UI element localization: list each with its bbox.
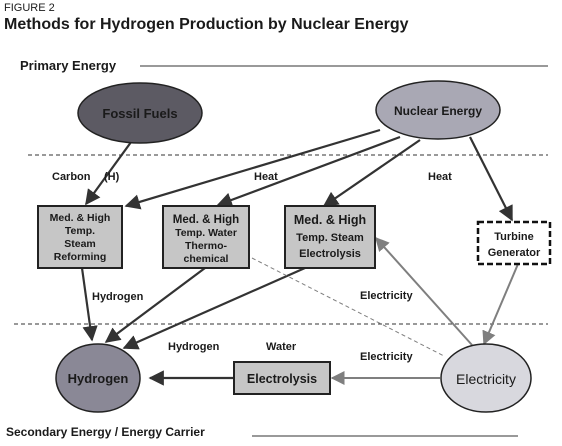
- edge-labels: Carbon (H) Heat Heat Hydrogen Electricit…: [52, 171, 452, 363]
- steam-reforming-line-2: Temp.: [65, 225, 95, 237]
- node-hydrogen: Hydrogen: [55, 343, 141, 413]
- thermochemical-line-1: Med. & High: [173, 214, 239, 226]
- arrow-nuclear-to-turbine: [469, 136, 513, 222]
- gray-arrows: [251, 236, 519, 385]
- electrolysis-label: Electrolysis: [247, 372, 317, 386]
- dashed-link-thermochemical-electricity: [251, 257, 445, 357]
- node-steam-electrolysis: Med. & High Temp. Steam Electrolysis: [284, 205, 376, 269]
- arrow-nuclear-to-thermochemical: [216, 135, 401, 208]
- node-electrolysis: Electrolysis: [233, 361, 331, 395]
- dark-arrows: [80, 128, 513, 386]
- thermochemical-line-4: chemical: [184, 253, 229, 265]
- electricity-label: Electricity: [456, 371, 516, 387]
- turbine-generator-line-1: Turbine: [494, 231, 534, 243]
- node-nuclear-energy: Nuclear Energy: [375, 80, 501, 140]
- section-label-primary: Primary Energy: [20, 58, 117, 73]
- figure-title: Methods for Hydrogen Production by Nucle…: [4, 16, 409, 33]
- arrow-steam-electrolysis-to-hydrogen: [122, 266, 306, 350]
- arrow-electricity-to-steam-electrolysis: [375, 236, 473, 346]
- arrow-thermochemical-to-hydrogen: [104, 267, 206, 343]
- hydrogen-label: Hydrogen: [68, 371, 129, 386]
- node-steam-reforming: Med. & High Temp. Steam Reforming: [37, 205, 123, 269]
- edge-label-hydrogen-lower: Hydrogen: [168, 341, 220, 353]
- figure-label: FIGURE 2: [4, 2, 55, 14]
- section-label-secondary: Secondary Energy / Energy Carrier: [6, 425, 205, 439]
- node-turbine-generator: Turbine Generator: [476, 220, 552, 266]
- steam-electrolysis-line-1: Med. & High: [294, 213, 366, 227]
- arrow-nuclear-to-steam-electrolysis: [322, 139, 421, 207]
- fossil-fuels-label: Fossil Fuels: [102, 106, 177, 121]
- steam-reforming-line-1: Med. & High: [50, 212, 111, 224]
- steam-electrolysis-line-2: Temp. Steam: [296, 232, 364, 244]
- thermochemical-line-2: Temp. Water: [175, 227, 237, 239]
- arrow-turbine-to-electricity: [482, 263, 519, 346]
- thermochemical-line-3: Thermo-: [185, 240, 228, 252]
- node-thermochemical: Med. & High Temp. Water Thermo- chemical: [162, 205, 250, 269]
- node-fossil-fuels: Fossil Fuels: [77, 82, 203, 144]
- steam-reforming-line-4: Reforming: [54, 251, 107, 263]
- edge-label-hydrogen-flow: Hydrogen: [92, 291, 144, 303]
- arrow-nuclear-to-reforming: [124, 128, 381, 210]
- node-electricity: Electricity: [440, 343, 532, 413]
- edge-label-electricity-upper: Electricity: [360, 290, 413, 302]
- steam-electrolysis-line-3: Electrolysis: [299, 248, 361, 260]
- edge-label-water: Water: [266, 341, 297, 353]
- arrow-fossil-to-reforming: [85, 137, 135, 206]
- edge-label-heat-1: Heat: [254, 171, 278, 183]
- nuclear-energy-label: Nuclear Energy: [394, 104, 482, 118]
- edge-label-electricity-lower: Electricity: [360, 351, 413, 363]
- turbine-generator-line-2: Generator: [488, 247, 541, 259]
- edge-label-heat-2: Heat: [428, 171, 452, 183]
- arrow-reforming-to-hydrogen: [80, 267, 98, 342]
- edge-label-carbon: Carbon: [52, 171, 91, 183]
- steam-reforming-line-3: Steam: [64, 238, 96, 250]
- edge-label-h: (H): [104, 171, 120, 183]
